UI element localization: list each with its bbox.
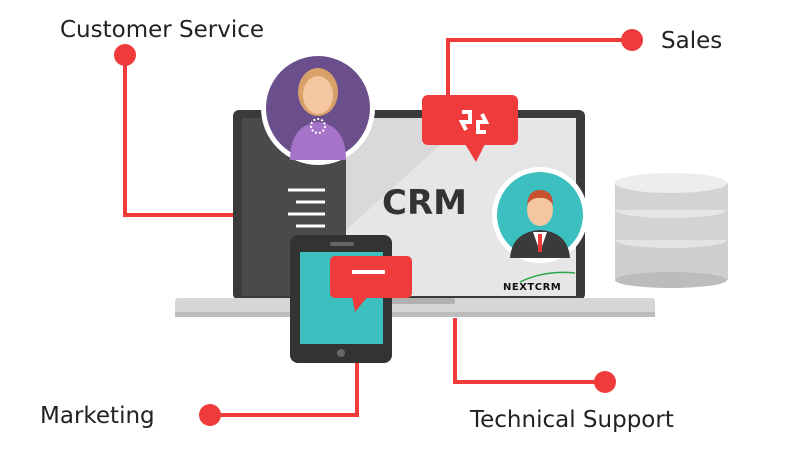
chat-bubble-icon xyxy=(330,256,412,312)
label-technical-support: Technical Support xyxy=(469,407,674,433)
connector-dot xyxy=(114,44,136,66)
label-marketing: Marketing xyxy=(40,403,155,429)
svg-text:NEXTCRM: NEXTCRM xyxy=(503,282,561,293)
nextcrm-logo: NEXTCRM xyxy=(503,271,576,293)
man-avatar-icon xyxy=(492,167,588,263)
chat-bubble-icon xyxy=(422,95,518,162)
smartphone-icon xyxy=(290,235,392,363)
label-customer-service: Customer Service xyxy=(60,17,264,43)
connector-marketing xyxy=(210,360,359,417)
connector-dot xyxy=(199,404,221,426)
connector-customer-service xyxy=(123,55,236,217)
connector-dot xyxy=(621,29,643,51)
database-icon xyxy=(615,173,728,288)
woman-avatar-icon xyxy=(261,51,375,165)
crm-title: CRM xyxy=(382,183,467,223)
connector-technical-support xyxy=(453,318,605,384)
label-sales: Sales xyxy=(661,28,722,54)
connector-sales xyxy=(446,38,632,98)
connector-dot xyxy=(594,371,616,393)
